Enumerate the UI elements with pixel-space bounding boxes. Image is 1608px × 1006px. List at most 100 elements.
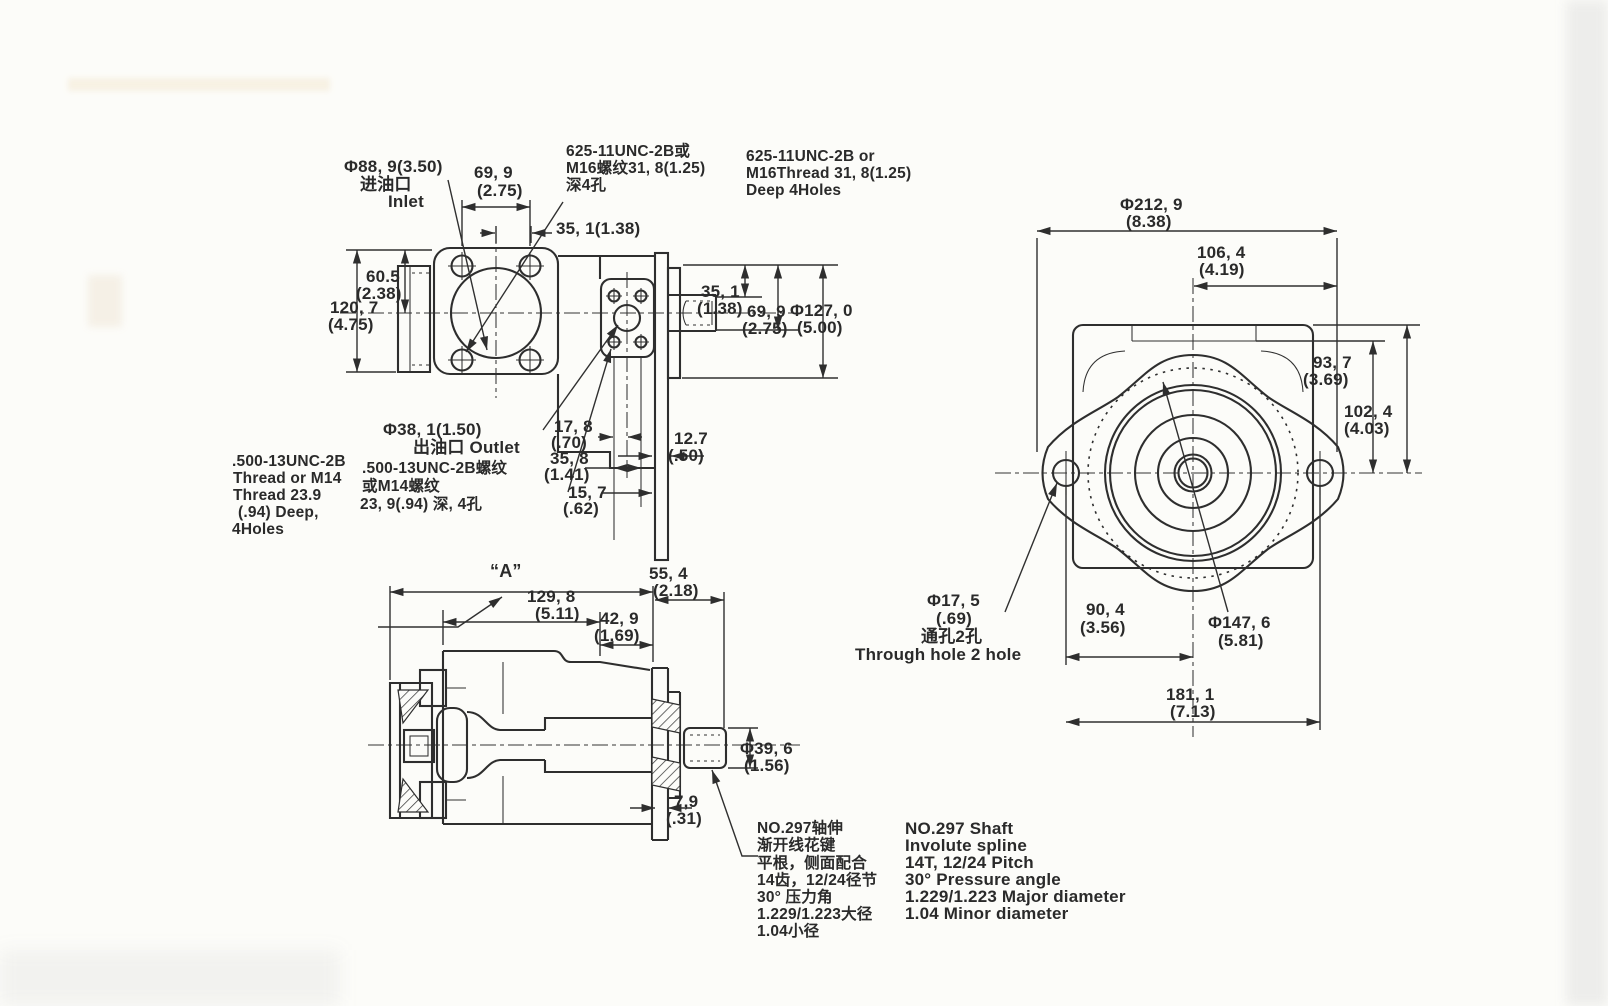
- mounting-plate-lip: [666, 266, 682, 380]
- dim-text: 17, 8: [554, 417, 593, 436]
- spline-note-cn-text: 平根，侧面配合: [757, 855, 867, 872]
- bolt-thread-en-text: 625-11UNC-2B or: [746, 148, 875, 165]
- dim-text: (4.19): [1199, 260, 1245, 279]
- spline-note-en-text: 1.04 Minor diameter: [905, 904, 1069, 923]
- dim-text: 90, 4: [1086, 600, 1125, 619]
- mounting-plate-edge: [653, 251, 670, 562]
- dim-text: 129, 8: [527, 587, 576, 606]
- outlet-label-text: 出油口 Outlet: [413, 438, 520, 457]
- outlet-thread-en-text: Thread 23.9: [233, 487, 322, 504]
- dim-text: 102, 4: [1344, 402, 1393, 421]
- dim-text: (4.03): [1344, 419, 1390, 438]
- shaft-nut: [402, 728, 436, 764]
- through-hole-text: Through hole 2 hole: [855, 645, 1022, 664]
- mount-flange-outline: [1041, 353, 1345, 593]
- dim-text: (.50): [668, 446, 704, 465]
- outlet-thread-cn-text: 或M14螺纹: [362, 478, 440, 495]
- spline-note-cn-text: 30° 压力角: [757, 889, 833, 906]
- bolt-circle-147-6: [1087, 367, 1299, 579]
- top-view-centerlines: [340, 228, 800, 478]
- dim-text: (5.11): [535, 604, 580, 623]
- outlet-thread-en-text: .500-13UNC-2B: [232, 453, 346, 470]
- rear-stub: [396, 264, 432, 374]
- section-view-geometry: [368, 586, 800, 857]
- dim-text: 35, 1(1.38): [556, 219, 641, 238]
- through-hole-text: 通孔2孔: [921, 627, 983, 646]
- seal-hatch-bottom: [397, 777, 430, 813]
- rotor-flare: [435, 706, 469, 784]
- spline-note-en-text: 1.229/1.223 Major diameter: [905, 887, 1126, 906]
- mount-flange-section: [650, 666, 682, 842]
- flange-centerlines: [995, 278, 1422, 737]
- inlet-flange: [432, 246, 560, 376]
- dim-text: 12.7: [674, 429, 708, 448]
- outlet-thread-en-text: (.94) Deep,: [238, 504, 319, 521]
- dim-text: (7.13): [1170, 702, 1216, 721]
- dim-text: (5.00): [797, 318, 843, 337]
- outlet-thread-cn-text: 23, 9(.94) 深, 4孔: [360, 496, 483, 513]
- dim-text: (5.81): [1218, 631, 1264, 650]
- dim-text: Φ39, 6: [740, 739, 793, 758]
- datum-a-text: “A”: [490, 561, 522, 581]
- dim-text: 69, 9: [747, 302, 786, 321]
- outlet-diameter-text: Φ38, 1(1.50): [383, 420, 482, 439]
- dim-text: (.70): [551, 433, 587, 452]
- spline-note-cn-text: 1.229/1.223大径: [757, 906, 873, 923]
- dim-text: 35, 1: [701, 282, 740, 301]
- spline-note-cn-text: NO.297轴伸: [757, 820, 844, 837]
- dim-text: (.31): [666, 809, 702, 828]
- spline-note-en-text: 14T, 12/24 Pitch: [905, 853, 1034, 872]
- dim-text: 120, 7: [330, 298, 379, 317]
- spline-note-en-text: Involute spline: [905, 836, 1028, 855]
- hub-circle-outer: [1133, 413, 1253, 533]
- dim-text: 55, 4: [649, 564, 688, 583]
- top-view-dimensions: [346, 179, 838, 540]
- dim-text: 42, 9: [600, 609, 639, 628]
- dim-text: 15, 7: [568, 483, 607, 502]
- outlet-thread-en-text: 4Holes: [232, 521, 285, 538]
- through-hole-text: Φ17, 5: [927, 591, 980, 610]
- dim-text: (2.75): [477, 181, 523, 200]
- dim-text: (3.56): [1080, 618, 1126, 637]
- flange-dimensions: [1004, 226, 1420, 730]
- spline-note-cn-text: 1.04小径: [757, 923, 820, 940]
- hole-center-ticks: [448, 252, 649, 374]
- outlet-thread-en-text: Thread or M14: [233, 470, 342, 487]
- dim-text: (2.18): [653, 581, 699, 600]
- inlet-port-circle: [449, 266, 543, 360]
- dim-text: (1.56): [744, 756, 790, 775]
- inlet-en-text: Inlet: [388, 192, 424, 211]
- section-dimensions: [378, 586, 758, 857]
- dim-text: 106, 4: [1197, 243, 1246, 262]
- inlet-diameter-text: Φ88, 9(3.50): [344, 157, 443, 176]
- shaft-side: [668, 293, 718, 333]
- dim-text: 60.5: [366, 267, 400, 286]
- spline-note-cn-text: 渐开线花键: [757, 837, 836, 854]
- pilot-circle-outer: [1103, 383, 1283, 563]
- dim-text: (4.75): [328, 315, 374, 334]
- top-view-geometry: [340, 179, 838, 562]
- dim-text: 93, 7: [1313, 353, 1352, 372]
- bearing-hatch-top: [651, 698, 681, 734]
- dim-text: Φ127, 0: [790, 301, 853, 320]
- dim-text: (1.69): [594, 626, 640, 645]
- bolt-thread-cn-text: M16螺纹31, 8(1.25): [566, 160, 706, 177]
- bolt-thread-cn-text: 深4孔: [566, 177, 607, 194]
- body-square: [1071, 323, 1315, 570]
- dim-text: (8.38): [1126, 212, 1172, 231]
- shaft-circle-outer: [1173, 453, 1213, 493]
- seal-hatch-top: [397, 689, 430, 725]
- shaft-profile: [466, 710, 652, 780]
- outlet-port-circle: [612, 303, 642, 333]
- dim-text: (2.38): [356, 284, 402, 303]
- spline-shaft-end: [682, 726, 728, 770]
- hub-circle: [1156, 436, 1230, 510]
- spline-note-en-text: 30° Pressure angle: [905, 870, 1061, 889]
- through-hole-text: (.69): [936, 609, 972, 628]
- pilot-circle-inner: [1108, 388, 1278, 558]
- dim-text: (1.38): [697, 299, 743, 318]
- dim-text: Φ212, 9: [1120, 195, 1183, 214]
- spline-note-en-text: NO.297 Shaft: [905, 819, 1014, 838]
- dim-text: 69, 9: [474, 163, 513, 182]
